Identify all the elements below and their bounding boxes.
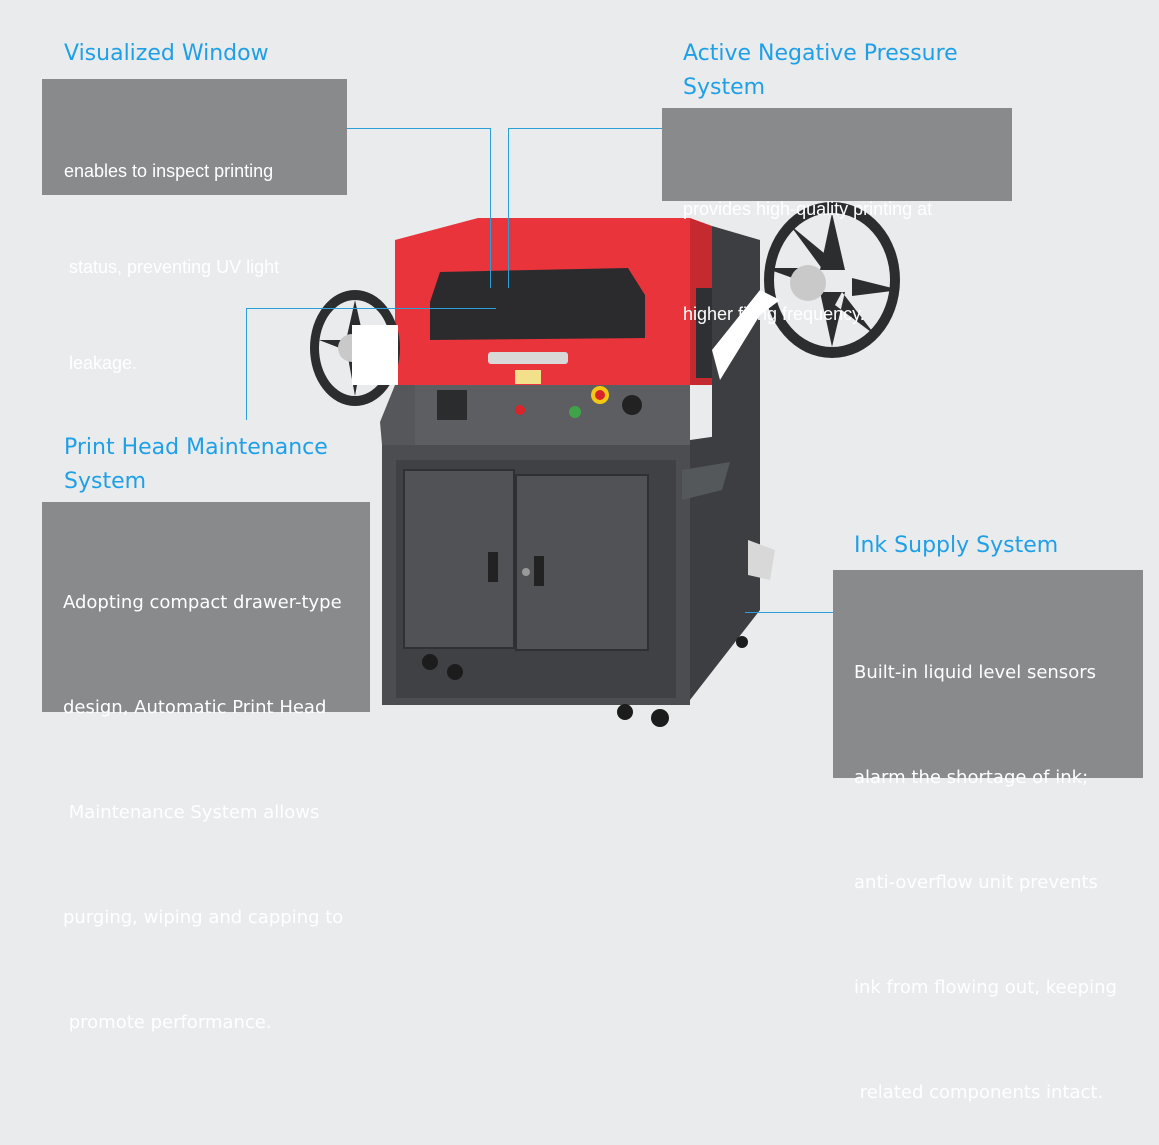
description-line: design, Automatic Print Head [63, 697, 327, 718]
ink-supply-title: Ink Supply System [854, 533, 1059, 558]
title-line: System [64, 469, 147, 494]
ink-supply-description: Built-in liquid level sensors alarm the … [833, 570, 1143, 1103]
negative-pressure-description: provides high-quality printing at higher… [662, 108, 1012, 324]
description-line: promote performance. [63, 1012, 272, 1033]
connector-visualized-window-v [490, 128, 491, 288]
description-line: purging, wiping and capping to [63, 907, 344, 928]
negative-pressure-title: Active Negative Pressure System [683, 37, 958, 105]
description-line: Adopting compact drawer-type [63, 592, 342, 613]
print-head-description: Adopting compact drawer-type design, Aut… [42, 502, 370, 1033]
connector-negative-pressure-h [508, 128, 662, 129]
visualized-window-title: Visualized Window [64, 41, 269, 66]
description-line: anti-overflow unit prevents [854, 872, 1098, 893]
uv-printer-machine-image [310, 202, 900, 727]
description-line: ink from flowing out, keeping [854, 977, 1117, 998]
connector-ink-supply-h [745, 612, 833, 613]
title-line: Print Head Maintenance [64, 435, 328, 460]
description-line: related components intact. [854, 1082, 1104, 1103]
description-line: Built-in liquid level sensors [854, 662, 1096, 683]
description-line: enables to inspect printing [64, 161, 274, 181]
connector-print-head-h [246, 308, 496, 309]
description-line: status, preventing UV light [64, 257, 280, 277]
description-line: alarm the shortage of ink; [854, 767, 1089, 788]
description-line: provides high-quality printing at [683, 199, 933, 219]
connector-print-head-v [246, 308, 247, 420]
description-line: leakage. [64, 353, 138, 373]
print-head-title: Print Head Maintenance System [64, 431, 328, 499]
description-line: higher firing frequency. [683, 304, 865, 324]
visualized-window-description: enables to inspect printing status, prev… [42, 79, 347, 373]
description-line: Maintenance System allows [63, 802, 320, 823]
connector-visualized-window-h [347, 128, 490, 129]
title-line: System [683, 75, 766, 100]
title-line: Active Negative Pressure [683, 41, 958, 66]
connector-negative-pressure-v [508, 128, 509, 288]
